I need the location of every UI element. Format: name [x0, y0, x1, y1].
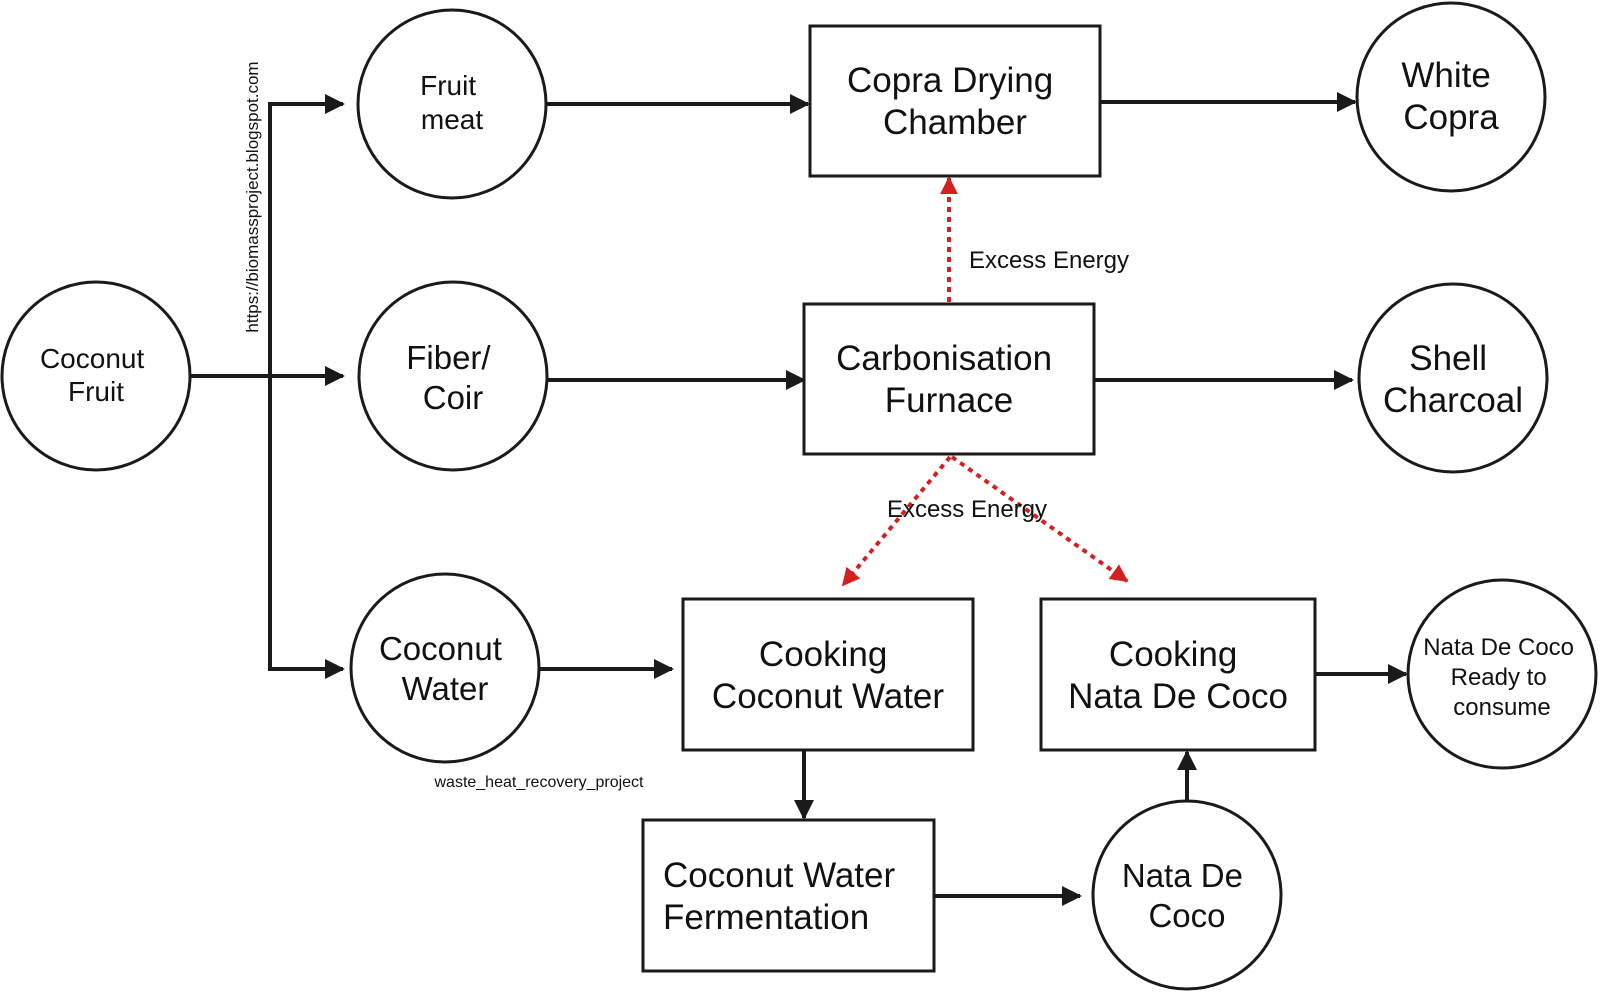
label-cooking-nata-de-coco: Cooking Nata De Coco	[1068, 635, 1288, 716]
label-nata-ready: Nata De Coco Ready to consume	[1423, 634, 1580, 721]
node-coconut-water	[349, 572, 541, 764]
watermark-url: https://biomassproject.blogspot.com	[243, 61, 262, 332]
process-boxes	[641, 24, 1317, 973]
node-fruit-meat	[356, 8, 548, 200]
flow-arrows	[190, 92, 1408, 906]
label-carbonisation-furnace: Carbonisation Furnace	[836, 339, 1062, 420]
excess-energy-label-bottom: Excess Energy	[887, 496, 1047, 523]
box-carbonisation-furnace	[802, 302, 1096, 456]
watermark-project: waste_heat_recovery_project	[433, 774, 644, 791]
box-copra-drying-chamber	[808, 24, 1102, 178]
annotations: Excess Energy Excess Energy https://biom…	[243, 61, 1129, 791]
node-coconut-fruit	[0, 280, 192, 472]
label-fruit-meat: Fruit meat	[420, 70, 484, 135]
node-nata-ready	[1406, 578, 1598, 770]
label-cooking-coconut-water: Cooking Coconut Water	[712, 635, 944, 716]
box-cooking-nata-de-coco	[1039, 597, 1317, 752]
label-nata-de-coco: Nata De Coco	[1122, 857, 1252, 934]
node-fiber-coir	[357, 280, 549, 472]
node-nata-de-coco	[1091, 799, 1283, 991]
excess-energy-arrows	[841, 176, 1129, 587]
label-white-copra: White Copra	[1401, 56, 1500, 137]
label-copra-drying-chamber: Copra Drying Chamber	[847, 61, 1063, 142]
node-shell-charcoal	[1357, 282, 1549, 474]
node-white-copra	[1355, 1, 1547, 193]
box-coconut-water-fermentation	[641, 818, 936, 973]
label-coconut-water: Coconut Water	[379, 630, 511, 707]
energy-arrow-to-cooking-coconut-water	[841, 455, 952, 587]
box-cooking-coconut-water	[681, 597, 975, 752]
label-shell-charcoal: Shell Charcoal	[1383, 339, 1523, 420]
label-coconut-water-fermentation: Coconut Water Fermentation	[663, 856, 905, 937]
label-coconut-fruit: Coconut Fruit	[40, 343, 152, 407]
node-labels: Coconut Fruit Fruit meat Fiber/ Coir Coc…	[40, 56, 1580, 937]
label-fiber-coir: Fiber/ Coir	[406, 339, 500, 416]
excess-energy-label-top: Excess Energy	[969, 247, 1129, 274]
